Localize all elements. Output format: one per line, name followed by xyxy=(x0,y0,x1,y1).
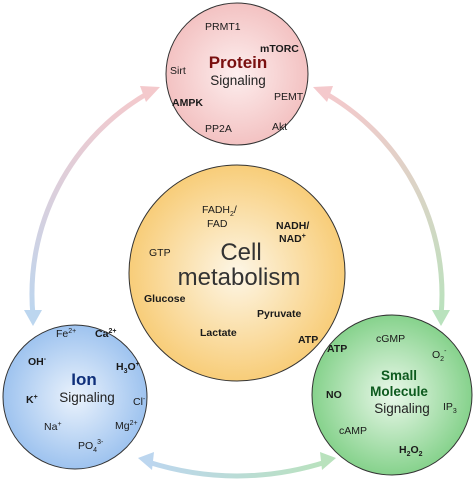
metab-label-gtp: GTP xyxy=(149,247,171,259)
protein-label-pemt: PEMT xyxy=(274,91,304,103)
protein-signaling-circle: PRMT1 mTORC Sirt Protein Signaling AMPK … xyxy=(165,2,309,146)
protein-subtitle: Signaling xyxy=(210,73,266,88)
metab-label-glucose: Glucose xyxy=(144,293,186,305)
arrow-protein-ion xyxy=(24,86,160,326)
small-title-line1: Small xyxy=(381,368,417,383)
protein-label-mtorc: mTORC xyxy=(260,43,299,55)
small-label-camp: cAMP xyxy=(339,425,367,437)
ion-label-na: Na+ xyxy=(44,421,62,433)
cell-metabolism-circle: FADH2/ FAD NADH/ NAD+ GTP Cell metabolis… xyxy=(128,164,346,382)
metab-label-nad: NAD+ xyxy=(279,233,306,245)
ion-signaling-circle: Fe2+ Ca2+ OH- H3O+ Ion Signaling K+ Cl- … xyxy=(2,324,148,470)
small-title-line2: Molecule xyxy=(370,384,428,399)
small-label-atp: ATP xyxy=(327,343,347,355)
arrow-protein-small-molecule xyxy=(313,86,450,326)
metab-label-pyruvate: Pyruvate xyxy=(257,308,302,320)
protein-label-sirt: Sirt xyxy=(170,65,186,77)
metab-label-nadh: NADH/ xyxy=(276,220,309,232)
arrow-ion-small-molecule xyxy=(138,452,336,479)
protein-label-prmt1: PRMT1 xyxy=(205,21,241,33)
ion-label-ca: Ca2+ xyxy=(95,328,116,340)
protein-label-akt: Akt xyxy=(272,121,287,133)
ion-label-fe: Fe2+ xyxy=(56,328,76,340)
metab-title-line2: metabolism xyxy=(178,264,301,291)
protein-title: Protein xyxy=(209,53,268,72)
ion-label-h3o: H3O+ xyxy=(116,361,140,375)
ion-label-oh: OH- xyxy=(28,356,47,368)
ion-label-mg: Mg2+ xyxy=(115,420,138,432)
metab-title-line1: Cell xyxy=(220,239,261,266)
ion-subtitle: Signaling xyxy=(59,390,115,405)
metab-label-fadh2: FADH2/ xyxy=(202,204,237,218)
metab-label-fad: FAD xyxy=(207,218,228,230)
ion-label-po4: PO43- xyxy=(78,439,104,454)
protein-label-ampk: AMPK xyxy=(172,97,203,109)
ion-label-k: K+ xyxy=(26,394,38,406)
small-label-cgmp: cGMP xyxy=(376,333,405,345)
small-label-ip3: IP3 xyxy=(443,401,457,415)
small-label-o2: O2- xyxy=(432,348,447,363)
metab-label-atp: ATP xyxy=(298,334,318,346)
ion-label-cl: Cl- xyxy=(133,396,146,408)
small-label-h2o2: H2O2 xyxy=(399,444,423,458)
small-subtitle: Signaling xyxy=(374,401,430,416)
ion-title: Ion xyxy=(71,370,97,389)
metab-label-lactate: Lactate xyxy=(200,327,237,339)
protein-label-pp2a: PP2A xyxy=(205,123,232,135)
small-molecule-signaling-circle: ATP cGMP O2- Small Molecule Signaling NO… xyxy=(311,314,473,476)
small-label-no: NO xyxy=(326,389,342,401)
